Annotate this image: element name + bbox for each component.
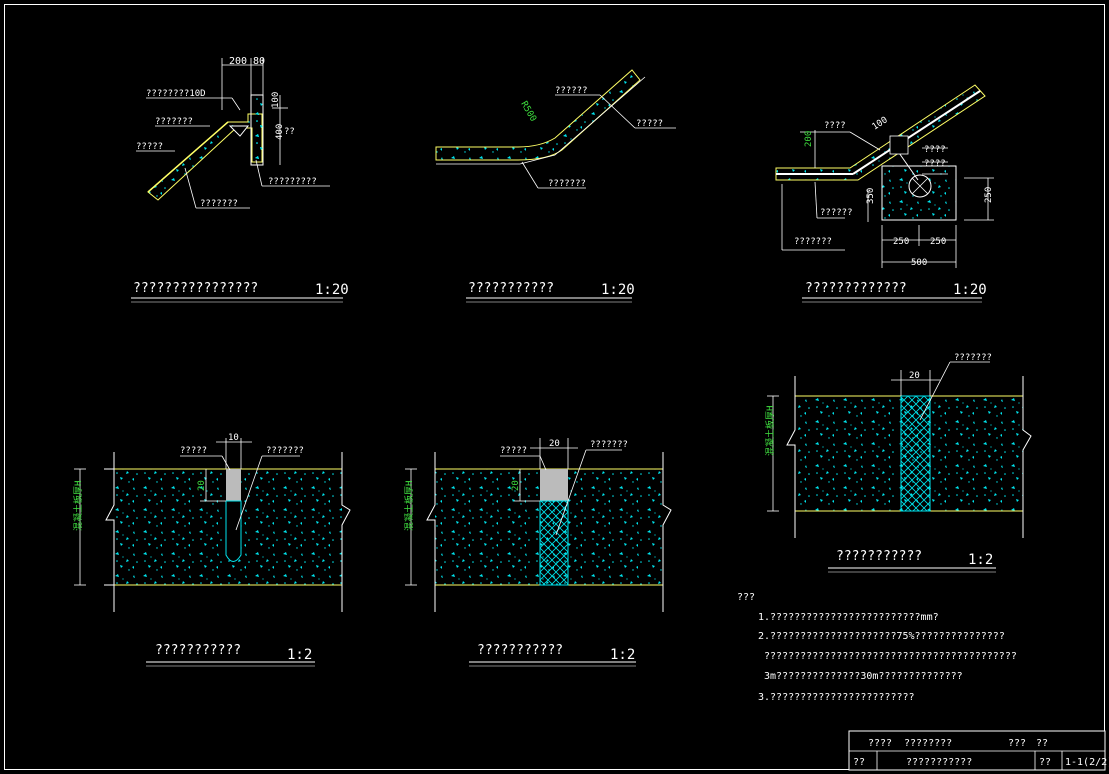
d2-title: ??????????? [468, 281, 554, 296]
d3-dim-350: 350 [866, 188, 876, 204]
d3-title: ????????????? [805, 281, 907, 296]
notes-line-3: ????????????????????????????????????????… [764, 651, 1017, 662]
j3-scale: 1:2 [968, 552, 993, 568]
d1-label-2: ??????? [155, 117, 193, 127]
drawing-frame [4, 4, 1105, 770]
d3-label-4: ?????? [820, 208, 853, 218]
d1-label-1: ????????10D [146, 89, 206, 99]
detail-2-drawing [435, 69, 676, 189]
j1-side-label: 混凝土板厚H [72, 481, 84, 531]
titleblock-r2-c2: ??????????? [906, 757, 972, 768]
d3-label-5: ??????? [794, 237, 832, 247]
joint-3-drawing [767, 361, 1032, 538]
d1-dim-100: 100 [271, 92, 281, 108]
titleblock-r2-c1: ?? [853, 757, 865, 768]
j3-side-label: 混凝土板厚H [764, 406, 776, 456]
d1-dim-400: 400 [275, 124, 285, 140]
j1-title: ??????????? [155, 643, 241, 658]
j1-label-1: ????? [180, 446, 207, 456]
j2-title: ??????????? [477, 643, 563, 658]
d3-dim-500: 500 [911, 258, 927, 268]
j1-label-2: ??????? [266, 446, 304, 456]
j3-label-1: ??????? [954, 353, 992, 363]
notes-line-5: 3.???????????????????????? [758, 692, 915, 703]
titleblock-r2-c3: ?? [1039, 757, 1051, 768]
d1-dim-200: 200 [229, 56, 247, 67]
d3-label-3: ???? [924, 159, 946, 169]
j2-side-label: 混凝土板厚H [403, 481, 415, 531]
titleblock-r1-c4: ?? [1036, 738, 1048, 749]
d3-label-2: ???? [924, 145, 946, 155]
d1-scale: 1:20 [315, 282, 349, 298]
j2-label-2: ??????? [590, 440, 628, 450]
d3-dim-250a: 250 [984, 187, 994, 203]
d3-dim-200: 200 [804, 131, 814, 147]
j2-label-1: ????? [500, 446, 527, 456]
d1-label-4: ????????? [268, 177, 317, 187]
j2-scale: 1:2 [610, 647, 635, 663]
j2-dim-20a: 20 [549, 439, 560, 449]
d1-title: ???????????????? [133, 281, 258, 296]
d1-label-5: ??????? [200, 199, 238, 209]
d3-dim-100: 100 [871, 115, 890, 132]
notes-heading: ??? [737, 592, 755, 603]
d2-label-2: ????? [636, 119, 663, 129]
d1-label-3: ????? [136, 142, 163, 152]
d2-label-1: ?????? [555, 86, 588, 96]
d2-label-3: ??????? [548, 179, 586, 189]
d3-label-1: ???? [824, 121, 846, 131]
d3-dim-250c: 250 [930, 237, 946, 247]
notes-line-1: 1.?????????????????????????mm? [758, 612, 939, 623]
j3-dim-20: 20 [909, 371, 920, 381]
titleblock-r1-c1: ???? [868, 738, 892, 749]
notes-line-2: 2.?????????????????????75%??????????????… [758, 631, 1005, 642]
j2-dim-20b: 20 [511, 480, 521, 491]
j1-dim-20: 20 [197, 480, 207, 491]
titleblock-r1-c3: ??? [1008, 738, 1026, 749]
d2-dim-r500: R500 [518, 100, 538, 124]
d3-dim-250b: 250 [893, 237, 909, 247]
d2-scale: 1:20 [601, 282, 635, 298]
j1-scale: 1:2 [287, 647, 312, 663]
d1-dim-q: ?? [284, 127, 295, 137]
d3-scale: 1:20 [953, 282, 987, 298]
notes-line-4: 3m??????????????30m?????????????? [764, 671, 963, 682]
titleblock-r2-c4: 1-1(2/2) [1065, 757, 1109, 768]
detail-1-drawing [136, 58, 330, 209]
d1-dim-80: 80 [253, 56, 265, 67]
j3-title: ??????????? [836, 549, 922, 564]
title-block [848, 730, 1106, 771]
detail-3-drawing [775, 84, 994, 268]
j1-dim-10: 10 [228, 433, 239, 443]
joint-2-drawing [405, 438, 672, 612]
titleblock-r1-c2: ???????? [904, 738, 952, 749]
joint-1-drawing [74, 438, 351, 612]
